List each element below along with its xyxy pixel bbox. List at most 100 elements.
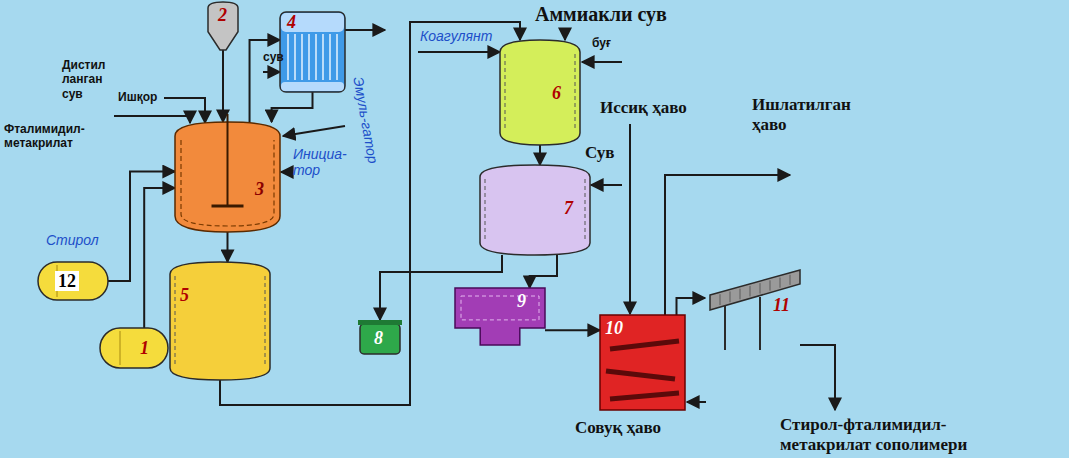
- label-holder: Сув: [585, 143, 615, 163]
- label-holder: Аммиакли сув: [535, 3, 667, 26]
- tube-stroke: [301, 34, 303, 80]
- stream-label: Дистил ланган сув: [62, 58, 114, 101]
- label-holder: Эмуль-гатор: [350, 75, 381, 164]
- filter-body: [455, 288, 545, 345]
- equipment-unit: 11: [705, 270, 800, 350]
- cooling-water-outlet: [345, 29, 385, 31]
- vessel-jacket: [485, 179, 585, 241]
- label-holder: буғ: [592, 36, 611, 50]
- alkali-pipe: [164, 98, 205, 123]
- exchanger-head: [281, 13, 344, 32]
- stream-label: Фталимидил-метакрилат: [4, 122, 128, 151]
- label-holder: сув: [263, 50, 284, 64]
- stream-label: Иссиқ ҳаво: [600, 98, 687, 118]
- product-outlet: [800, 345, 835, 410]
- vessel-jacket: [175, 276, 265, 366]
- stream-label: Коагулянт: [420, 28, 492, 44]
- callout-number: 5: [180, 286, 189, 304]
- cooling-water-pipe: [263, 71, 280, 73]
- label-holder: Ишқор: [118, 90, 157, 104]
- equipment-unit: 6: [500, 40, 580, 145]
- pipe-connector: [227, 232, 229, 262]
- equipment-shape: [500, 40, 580, 145]
- stirrer-blade: [212, 205, 244, 208]
- coagulant-pipe: [418, 51, 500, 53]
- initiator-pipe: [281, 171, 290, 173]
- pipe-connector: [108, 172, 175, 282]
- label-holder: Дистил ланган сув: [62, 58, 114, 101]
- pipe-connector: [530, 255, 557, 288]
- sieve-legs: [725, 297, 760, 350]
- stirrer-shaft: [227, 114, 229, 206]
- vessel-body: [170, 262, 270, 380]
- label-holder: Инициа-тор: [293, 146, 343, 178]
- label-holder: Стирол: [46, 232, 99, 248]
- stream-label: Ишқор: [118, 90, 157, 104]
- label-holder: Ишлатилган ҳаво: [752, 95, 867, 134]
- pipe-connector: [545, 329, 600, 331]
- equipment-unit: 7: [480, 165, 590, 255]
- label-holder: Фталимидил-метакрилат: [4, 122, 128, 151]
- conveyor-belt: [610, 393, 679, 399]
- mesh-stroke: [760, 283, 761, 293]
- stream-label: Совуқ ҳаво: [575, 418, 661, 438]
- dryer-body: [600, 315, 685, 410]
- stream-label: Ишлатилган ҳаво: [752, 95, 867, 134]
- wash-water-pipe: [591, 184, 622, 186]
- mesh-stroke: [790, 275, 791, 285]
- callout-number: 9: [517, 292, 526, 310]
- vessel-body: [480, 165, 590, 255]
- tank-body: [38, 262, 108, 300]
- callout-number: 6: [552, 84, 561, 102]
- conveyor-belt: [606, 371, 675, 379]
- equipment-unit: 10: [600, 315, 685, 410]
- callout-number: 7: [564, 199, 573, 217]
- callout-number: 4: [287, 13, 296, 31]
- tube-stroke: [336, 34, 338, 80]
- stream-label: Стирол: [46, 232, 99, 248]
- equipment-unit: 3: [175, 122, 280, 232]
- vessel-jacket: [505, 54, 575, 131]
- stream-label: Аммиакли сув: [535, 3, 667, 26]
- mesh-stroke: [780, 278, 781, 288]
- ammonia-water-pipe: [564, 31, 566, 40]
- stream-label: буғ: [592, 36, 611, 50]
- stream-label: Инициа-тор: [293, 146, 343, 178]
- steam-pipe: [582, 61, 622, 63]
- cold-air-duct: [687, 401, 706, 403]
- callout-number: 12: [55, 271, 79, 291]
- conveyor-belt: [610, 341, 679, 349]
- equipment-shape: [480, 165, 590, 255]
- label-holder: Стирол-фталимидил-метакрилат сополимери: [780, 415, 1020, 454]
- tube-stroke: [287, 34, 289, 80]
- tube-stroke: [315, 34, 317, 80]
- pipe-connector: [677, 298, 706, 315]
- tube-stroke: [329, 34, 331, 80]
- tube-stroke: [308, 34, 310, 80]
- mesh-stroke: [730, 291, 731, 302]
- mesh-stroke: [770, 280, 771, 290]
- pipe-connector: [539, 145, 541, 165]
- callout-number: 1: [140, 339, 149, 357]
- equipment-shape: [175, 122, 280, 232]
- stream-label: Стирол-фталимидил-метакрилат сополимери: [780, 415, 1020, 454]
- pipe-connector: [272, 92, 313, 122]
- exchanger-tubes: [288, 34, 337, 80]
- callout-number: 8: [374, 329, 383, 347]
- tank-rim: [358, 320, 402, 325]
- callout-number: 3: [255, 180, 264, 198]
- equipment-unit: 12: [38, 262, 108, 300]
- callout-number: 2: [218, 6, 227, 24]
- hot-air-duct: [629, 124, 631, 314]
- equipment-unit: 1: [100, 328, 168, 368]
- stream-label: Сув: [585, 143, 615, 163]
- equipment-unit: 8: [360, 320, 400, 354]
- tube-stroke: [322, 34, 324, 80]
- water-pipe: [114, 116, 190, 123]
- equipment-unit: 4: [280, 12, 345, 92]
- callout-number: 10: [605, 319, 623, 337]
- label-holder: Совуқ ҳаво: [575, 418, 661, 438]
- equipment-unit: 2: [208, 2, 238, 50]
- tank-body: [360, 324, 400, 354]
